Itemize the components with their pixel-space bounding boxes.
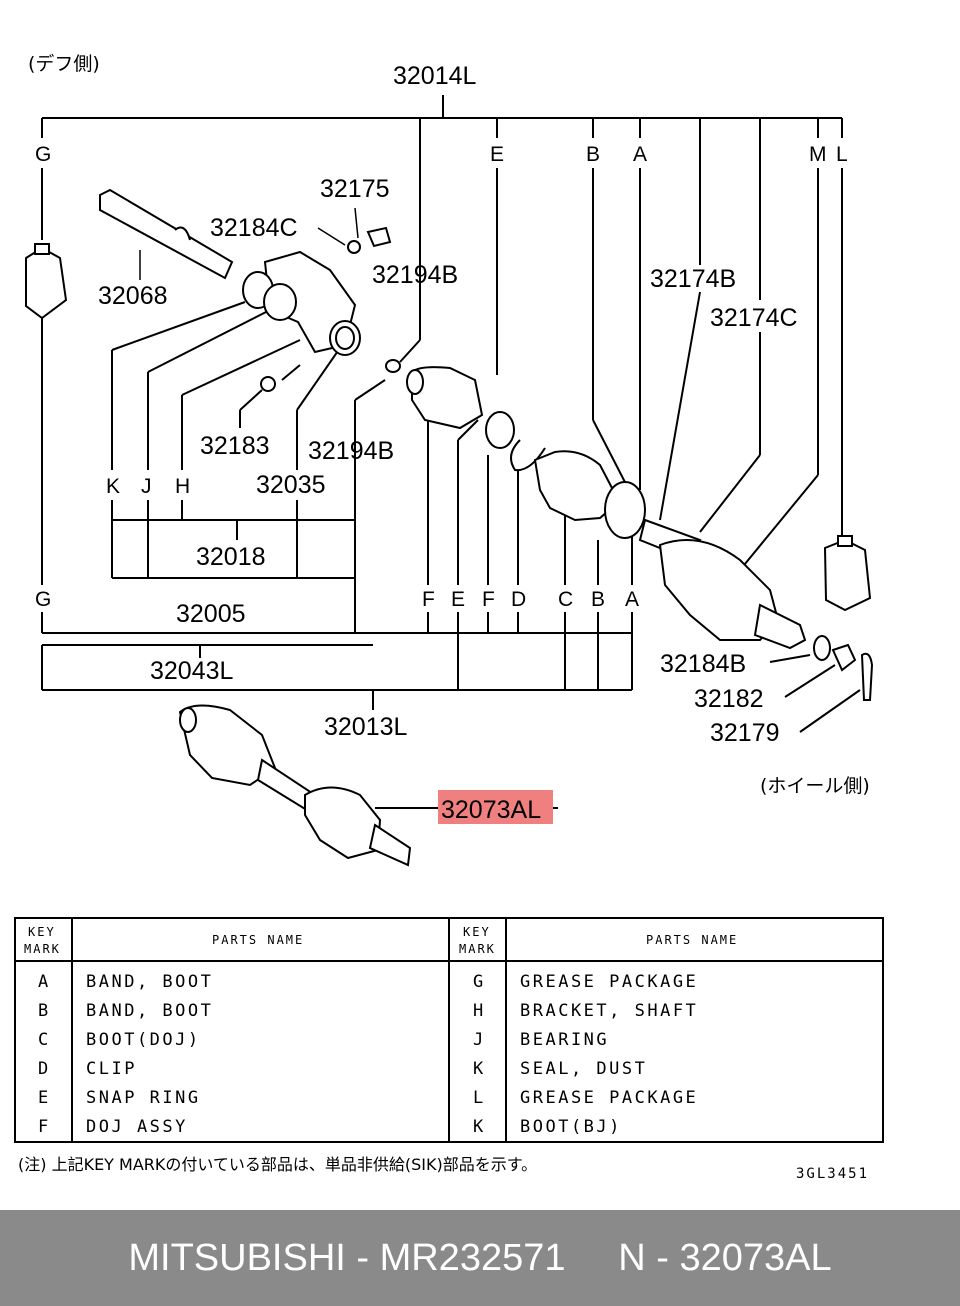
diff-side-label: (デフ側) [28,53,100,75]
part-32179[interactable]: 32179 [710,719,780,747]
mark-m-top: M [809,143,827,166]
table-cell-name: BOOT(BJ) [520,1117,622,1137]
table-cell-name: BEARING [520,1030,609,1050]
mark-a-top: A [633,143,647,166]
table-cell-key: A [38,972,51,992]
table-rows-left: A BAND, BOOT B BAND, BOOT C BOOT(DOJ) D … [38,972,213,1137]
part-32175[interactable]: 32175 [320,175,390,203]
part-32043L[interactable]: 32043L [150,657,234,685]
reference-code: 3GL3451 [796,1166,869,1182]
table-cell-key: E [38,1088,51,1108]
table-cell-name: GREASE PACKAGE [520,1088,698,1108]
diagram-canvas: (デフ側) (ホイール側) 32014L 32175 32184C 32068 … [14,53,884,1182]
key-header-left-2: MARK [24,942,61,956]
mark-l-top: L [836,143,848,166]
part-32184B[interactable]: 32184B [660,650,746,678]
mark-h: H [175,475,190,498]
key-header-left-1: KEY [28,925,56,939]
table-cell-key: H [473,1001,486,1021]
part-32035[interactable]: 32035 [256,471,326,499]
table-cell-key: B [38,1001,51,1021]
footer-bar: MITSUBISHI - MR232571 N - 32073AL [0,1210,960,1306]
mark-e-bottom: E [451,588,465,611]
table-cell-key: F [38,1117,51,1137]
table-cell-name: SEAL, DUST [520,1059,647,1079]
part-32194B-top[interactable]: 32194B [372,261,458,289]
table-cell-name: BAND, BOOT [86,1001,213,1021]
footer-text: MITSUBISHI - MR232571 N - 32073AL [128,1236,832,1279]
table-cell-key: D [38,1059,51,1079]
table-cell-key: J [473,1030,486,1050]
mark-f1-bottom: F [422,588,435,611]
key-header-right-1: KEY [463,925,491,939]
mark-a-bottom: A [625,588,639,611]
part-32184C[interactable]: 32184C [210,214,298,242]
table-cell-name: BOOT(DOJ) [86,1030,201,1050]
wheel-side-label: (ホイール側) [760,775,870,797]
mark-j: J [141,475,152,498]
mark-k: K [106,475,120,498]
mark-b-bottom: B [591,588,605,611]
key-header-right-2: MARK [459,942,496,956]
parts-table: KEY MARK PARTS NAME KEY MARK PARTS NAME … [14,917,884,1143]
part-32014L[interactable]: 32014L [393,62,477,90]
mark-g-top: G [35,143,51,166]
grease-package-left-icon [25,246,68,320]
mark-f2-bottom: F [482,588,495,611]
part-32174C[interactable]: 32174C [710,304,798,332]
mark-g-bottom: G [35,588,51,611]
highlight-box [438,790,553,824]
part-32194B-mid[interactable]: 32194B [308,437,394,465]
part-32068[interactable]: 32068 [98,282,168,310]
parts-diagram: (デフ側) (ホイール側) 32014L 32175 32184C 32068 … [14,53,884,1182]
mark-b-top: B [586,143,600,166]
part-32183[interactable]: 32183 [200,432,270,460]
name-header-right: PARTS NAME [646,933,738,947]
table-cell-key: C [38,1030,51,1050]
shaft-parts [25,188,874,867]
table-cell-name: BAND, BOOT [86,972,213,992]
table-cell-key: L [473,1088,486,1108]
table-cell-name: DOJ ASSY [86,1117,188,1137]
part-32005[interactable]: 32005 [176,600,246,628]
table-cell-key: G [473,972,486,992]
footnote: (注) 上記KEY MARKの付いている部品は、単品非供給(SIK)部品を示す。 [18,1155,537,1174]
grease-package-right-icon [823,538,872,612]
table-cell-name: CLIP [86,1059,137,1079]
table-cell-name: GREASE PACKAGE [520,972,698,992]
part-32013L[interactable]: 32013L [324,713,408,741]
mark-e-top: E [490,143,504,166]
part-32174B[interactable]: 32174B [650,265,736,293]
part-32182[interactable]: 32182 [694,685,764,713]
table-cell-name: BRACKET, SHAFT [520,1001,698,1021]
table-cell-name: SNAP RING [86,1088,201,1108]
part-32073AL[interactable]: 32073AL [441,796,541,824]
name-header-left: PARTS NAME [212,933,304,947]
table-cell-key: K [473,1059,486,1079]
mark-d-bottom: D [511,588,526,611]
part-32018[interactable]: 32018 [196,543,266,571]
mark-c-bottom: C [558,588,573,611]
table-rows-right: G GREASE PACKAGE H BRACKET, SHAFT J BEAR… [473,972,698,1137]
table-cell-key: K [473,1117,486,1137]
